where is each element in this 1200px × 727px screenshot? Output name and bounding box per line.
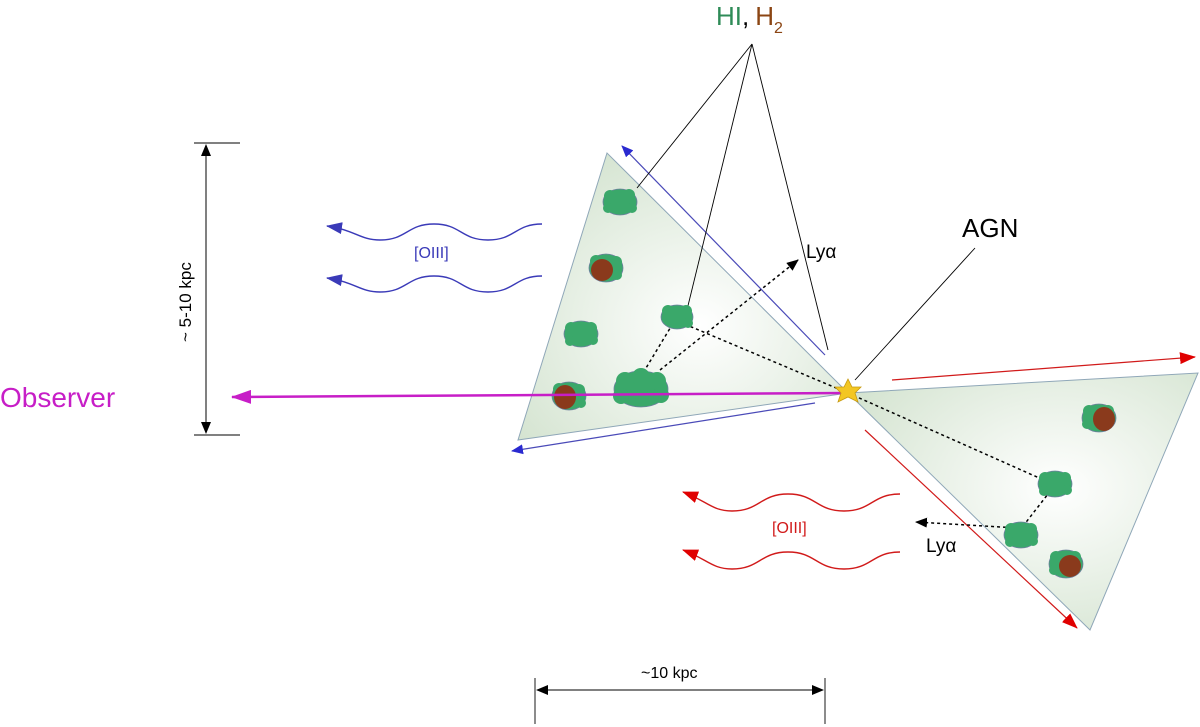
hi-h2-pointer-1 <box>636 43 753 189</box>
hi-h2-separator: , <box>742 1 749 31</box>
blue-edge-arrow-lower <box>511 402 816 455</box>
lya-upper-label: Lyα <box>806 242 836 263</box>
red-edge-arrow-lower <box>864 429 1078 629</box>
vertical-scale-label: ~ 5-10 kpc <box>176 262 195 342</box>
h2-subscript: 2 <box>774 20 783 37</box>
lya-lower-label: Lyα <box>926 536 956 557</box>
oiii-blue-label: [OIII] <box>414 245 449 262</box>
lya-lower-path <box>847 392 1057 531</box>
red-edge-arrow-upper <box>891 352 1196 381</box>
oiii-blue-wave-upper <box>326 222 543 241</box>
h2-core <box>1093 407 1115 431</box>
hi-h2-cloud <box>1081 403 1117 433</box>
left-ionization-cone <box>517 152 850 441</box>
lya-lower-arrow <box>915 517 1019 529</box>
h2-label: H <box>755 1 774 31</box>
right-ionization-cone <box>846 372 1199 631</box>
hi-cloud <box>1037 470 1073 498</box>
observer-label: Observer <box>0 382 115 413</box>
hi-h2-label: HI,H2 <box>716 1 783 37</box>
hi-h2-pointer-2 <box>684 43 753 319</box>
hi-h2-cloud <box>588 253 624 283</box>
horizontal-scale-label: ~10 kpc <box>641 665 697 682</box>
h2-core <box>1059 555 1081 577</box>
oiii-blue-wave-lower <box>326 274 543 293</box>
hi-label: HI <box>716 1 742 31</box>
oiii-red-wave-upper <box>682 491 901 512</box>
hi-cloud <box>1003 521 1039 549</box>
agn-pointer <box>854 247 976 381</box>
hi-h2-cloud <box>551 381 587 411</box>
hi-cloud-large <box>613 368 669 408</box>
observer-sightline-arrow <box>231 389 849 404</box>
oiii-red-label: [OIII] <box>772 520 807 537</box>
h2-core <box>554 385 576 409</box>
h2-core <box>591 259 613 281</box>
blue-edge-arrow-upper <box>621 145 826 356</box>
hi-cloud <box>563 320 599 348</box>
hi-cloud <box>660 304 694 330</box>
agn-star-icon <box>834 378 862 403</box>
hi-h2-cloud <box>1048 549 1084 579</box>
hi-h2-pointer-3 <box>751 43 829 351</box>
hi-cloud <box>602 188 638 216</box>
agn-label: AGN <box>962 213 1018 243</box>
oiii-red-wave-lower <box>682 549 901 570</box>
